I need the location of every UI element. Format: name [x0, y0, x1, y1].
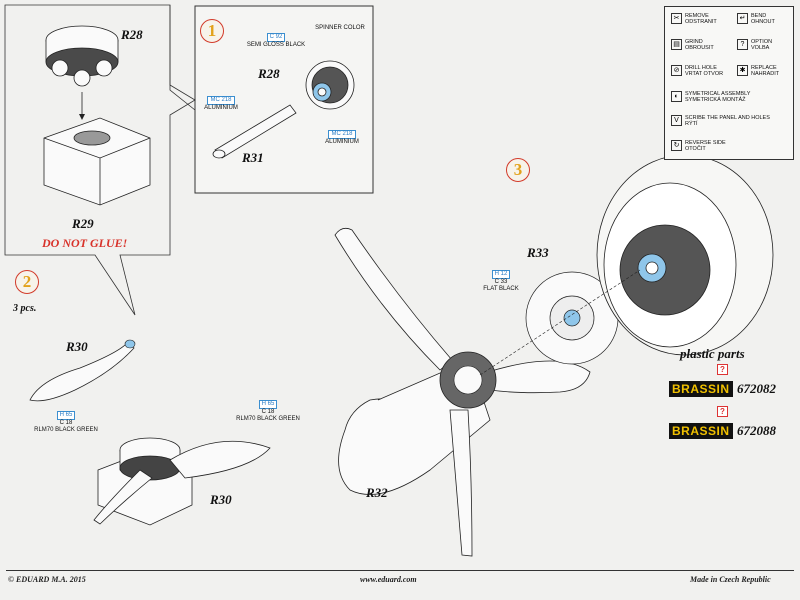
brassin-logo-2: BRASSIN [669, 423, 733, 439]
callout-h65-a: H 65 C 18 RLM70 BLACK GREEN [26, 411, 106, 434]
color-code-c92: C 92 [266, 33, 286, 42]
assembly-axis-line [479, 269, 641, 376]
footer-rule [6, 570, 794, 571]
drill-hole-icon: ⊘ [671, 65, 682, 76]
part-label-r28-top: R28 [121, 27, 143, 42]
r28-inset-hub-drawing [305, 60, 355, 110]
grind-icon: ▤ [671, 39, 682, 50]
r32-blade-right [487, 360, 591, 394]
color-c33: C 33 [494, 279, 508, 285]
color-code-mc218-b: MC 218 [328, 130, 356, 139]
brassin-row-2: BRASSIN 672088 [669, 422, 776, 440]
part-label-r29: R29 [72, 216, 94, 231]
reverse-side-icon: ↻ [671, 140, 682, 151]
step-number-3: 3 [506, 158, 530, 182]
callout-h12: H 12 C 33 FLAT BLACK [478, 270, 524, 293]
color-code-h12: H 12 [491, 270, 511, 279]
part-label-r30-bottom: R30 [210, 492, 232, 507]
remove-icon: ✂ [671, 13, 682, 24]
color-code-h65-a: H 65 [56, 411, 76, 420]
step-number-2: 2 [15, 270, 39, 294]
callout-mc218-b: MC 218 ALUMINIUM [320, 130, 364, 146]
bend-icon: ↵ [737, 13, 748, 24]
callout-c92: C 92 SEMI GLOSS BLACK [236, 33, 316, 49]
step-number-1: 1 [200, 19, 224, 43]
scribe-icon: V [671, 115, 682, 126]
part-label-r30-left: R30 [66, 339, 88, 354]
part-label-r28-inset: R28 [258, 66, 280, 81]
r31-shaft-drawing [212, 104, 297, 159]
r32-blade-bottom [449, 409, 473, 557]
color-name-h65-a: RLM70 BLACK GREEN [34, 427, 98, 433]
r30-blade-left [29, 341, 135, 402]
color-c18-a: C 18 [59, 420, 73, 426]
part-label-r33: R33 [527, 245, 549, 260]
callout-h65-b: H 65 C 18 RLM70 BLACK GREEN [228, 400, 308, 423]
brassin-logo-1: BRASSIN [669, 381, 733, 397]
brassin-row-1: BRASSIN 672082 [669, 380, 776, 398]
color-code-h65-b: H 65 [258, 400, 278, 409]
r30-hub-assembly [93, 437, 271, 526]
bubble-outline [4, 4, 196, 316]
r33-fan-drawing [525, 271, 619, 365]
replace-icon: ✱ [737, 65, 748, 76]
callout-line-top [169, 5, 196, 111]
color-name-mc218-a: ALUMINIUM [204, 105, 238, 111]
brassin-number-2: 672088 [736, 423, 776, 438]
part-label-r32: R32 [366, 485, 388, 500]
footer-copyright: © EDUARD M.A. 2015 [8, 575, 86, 584]
color-name-mc218-b: ALUMINIUM [325, 139, 359, 145]
r32-blade-top [334, 227, 453, 371]
color-name-h65-b: RLM70 BLACK GREEN [236, 416, 300, 422]
part-label-r31: R31 [242, 150, 264, 165]
footer-origin: Made in Czech Republic [690, 575, 771, 584]
symmetrical-icon: ◐ [671, 91, 682, 102]
brassin-number-1: 672082 [736, 381, 776, 396]
r28-hub-drawing [45, 25, 119, 87]
option-marker-1: ? [717, 364, 728, 375]
r29-block-drawing [43, 117, 151, 206]
spinner-color-note: SPINNER COLOR [315, 25, 365, 31]
engine-cowling-drawing [596, 154, 774, 356]
footer-website[interactable]: www.eduard.com [360, 575, 417, 584]
quantity-note: 3 pcs. [13, 303, 37, 314]
callout-mc218-a: MC 218 ALUMINIUM [200, 96, 242, 112]
plastic-parts-title: plastic parts [680, 346, 745, 361]
do-not-glue-note: DO NOT GLUE! [42, 236, 128, 250]
color-code-mc218-a: MC 218 [207, 96, 235, 105]
option-icon: ? [737, 39, 748, 50]
color-name-c92: SEMI GLOSS BLACK [246, 42, 306, 48]
color-name-h12: FLAT BLACK [483, 286, 519, 292]
option-marker-2: ? [717, 406, 728, 417]
color-c18-b: C 18 [261, 409, 275, 415]
